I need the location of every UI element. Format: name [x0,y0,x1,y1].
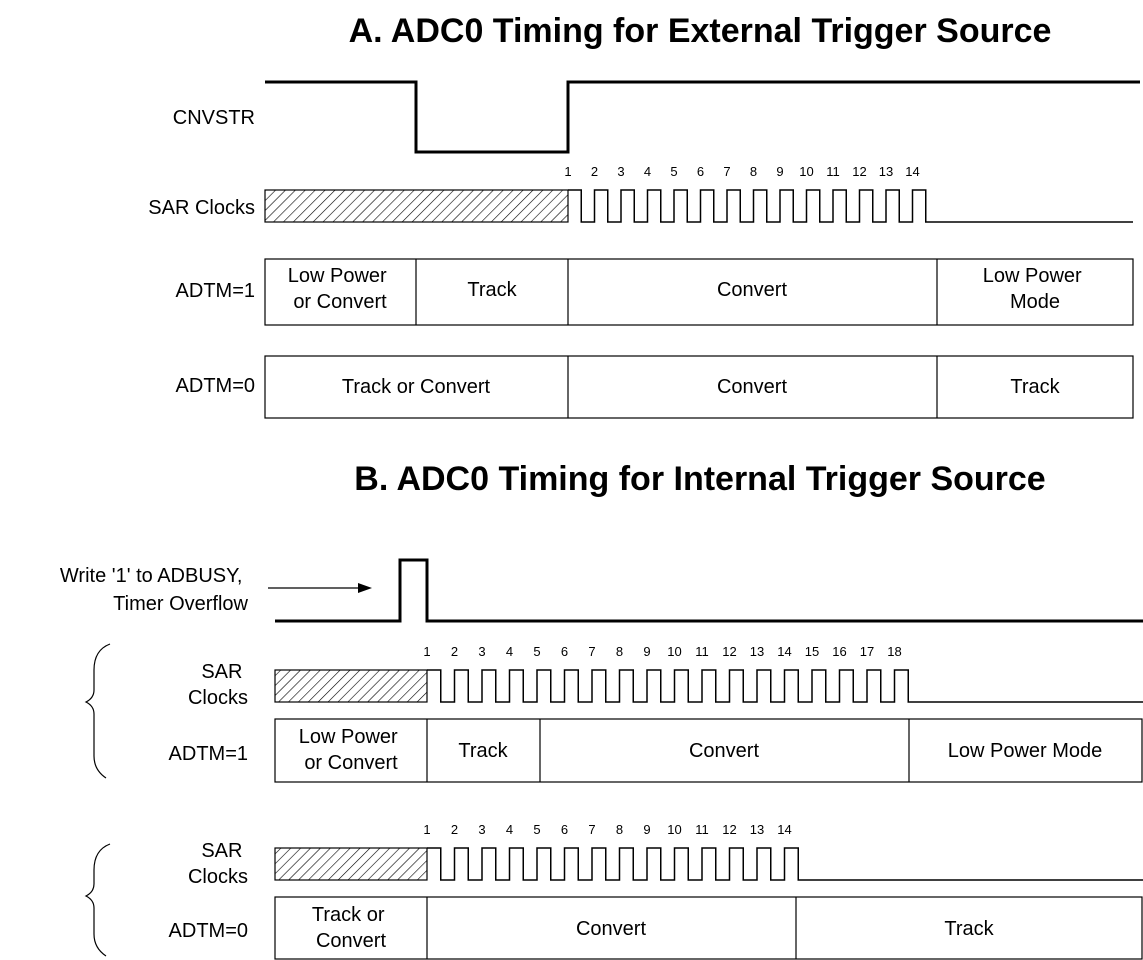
clock-number: 15 [805,644,819,659]
b-sar1-clock-train [427,669,1143,703]
clock-number: 5 [670,164,677,179]
clock-number: 1 [423,644,430,659]
a-adtm1-label: ADTM=1 [176,280,255,302]
clock-number: 10 [667,644,681,659]
clock-number: 7 [588,822,595,837]
clock-number: 1 [423,822,430,837]
clock-number: 18 [887,644,901,659]
clock-number: 6 [697,164,704,179]
clock-number: 12 [722,822,736,837]
clock-number: 14 [777,644,791,659]
clock-number: 5 [533,644,540,659]
clock-number: 11 [826,164,840,179]
a-adtm0-seg-track: Track [1010,376,1060,398]
clock-number: 13 [750,822,764,837]
a-adtm0-seg-track-or-convert: Track or Convert [342,376,491,398]
b-adtm1-seg-convert: Convert [689,740,759,762]
section-a-title: A. ADC0 Timing for External Trigger Sour… [349,12,1052,50]
b-sar1-hatch [274,669,428,703]
b-sar2-hatch [274,847,428,881]
a-sar-clock-train [568,189,1133,223]
clock-number: 16 [832,644,846,659]
a-sar-hatch [264,189,569,223]
b-sar2-label: SAR Clocks [188,840,248,888]
clock-number: 7 [723,164,730,179]
clock-number: 9 [643,822,650,837]
b-adtm1-row [274,718,1143,783]
clock-number: 8 [750,164,757,179]
clock-number: 3 [617,164,624,179]
clock-number: 7 [588,644,595,659]
b-sar1-label: SAR Clocks [188,661,248,709]
trigger-label: Write '1' to ADBUSY, Timer Overflow [60,565,249,615]
clock-number: 9 [643,644,650,659]
a-adtm1-seg-low-power: Low Power or Convert [288,265,393,313]
a-adtm1-seg-low-power-mode: Low Power Mode [983,265,1088,313]
clock-number: 6 [561,822,568,837]
clock-number: 2 [451,822,458,837]
b-adtm0-row [274,896,1143,960]
clock-number: 8 [616,822,623,837]
b-adtm1-label: ADTM=1 [169,743,248,765]
clock-number: 10 [799,164,813,179]
a-adtm0-row [264,355,1134,419]
b-adtm1-seg-track: Track [458,740,508,762]
b-adtm1-brace [84,643,111,779]
a-adtm0-seg-convert: Convert [717,376,787,398]
clock-number: 4 [506,822,513,837]
clock-pulses [427,669,1143,703]
clock-number: 14 [905,164,919,179]
clock-number: 11 [695,822,709,837]
clock-pulses [427,847,1143,881]
clock-number: 4 [644,164,651,179]
b-adtm1-seg-low-power-mode: Low Power Mode [948,740,1103,762]
a-adtm1-seg-track: Track [467,279,517,301]
b-adtm0-seg-convert: Convert [576,918,646,940]
clock-number: 3 [478,644,485,659]
clock-number: 6 [561,644,568,659]
clock-number: 9 [776,164,783,179]
b-adtm0-seg-track: Track [944,918,994,940]
b-adtm1-seg-low-power: Low Power or Convert [299,726,404,774]
a-sar-clocks-label: SAR Clocks [148,197,255,219]
clock-number: 17 [860,644,874,659]
clock-number: 13 [879,164,893,179]
trigger-pulse-waveform [275,558,1143,623]
clock-number: 11 [695,644,709,659]
section-b-title: B. ADC0 Timing for Internal Trigger Sour… [354,460,1045,498]
clock-number: 3 [478,822,485,837]
b-adtm0-brace [84,843,111,957]
b-adtm0-seg-track-or-convert: Track or Convert [312,904,390,952]
clock-number: 5 [533,822,540,837]
clock-number: 10 [667,822,681,837]
clock-number: 14 [777,822,791,837]
b-adtm0-label: ADTM=0 [169,920,248,942]
clock-number: 2 [451,644,458,659]
clock-number: 12 [722,644,736,659]
trigger-arrowhead [358,583,372,593]
clock-pulses [568,189,1133,223]
a-adtm1-row [264,258,1134,326]
clock-number: 13 [750,644,764,659]
clock-number: 8 [616,644,623,659]
cnvstr-waveform [265,80,1140,154]
a-adtm1-seg-convert: Convert [717,279,787,301]
clock-number: 1 [564,164,571,179]
b-sar2-clock-train [427,847,1143,881]
clock-number: 12 [852,164,866,179]
clock-number: 2 [591,164,598,179]
a-adtm0-label: ADTM=0 [176,375,255,397]
clock-number: 4 [506,644,513,659]
cnvstr-label: CNVSTR [173,107,255,129]
